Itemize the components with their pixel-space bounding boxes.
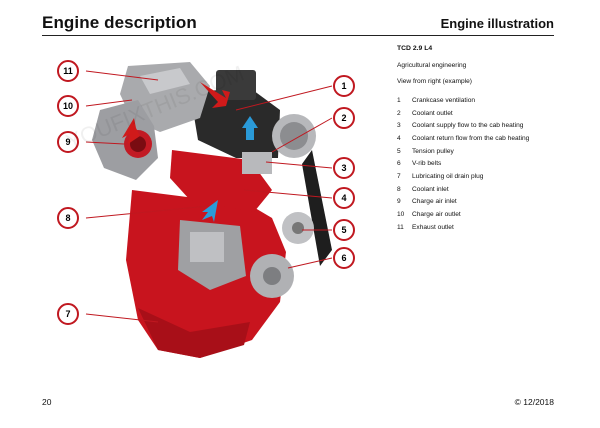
application-label: Agricultural engineering xyxy=(397,62,467,69)
svg-text:11: 11 xyxy=(63,66,73,76)
section-title: Engine illustration xyxy=(440,16,554,31)
callout-7: 7 xyxy=(57,303,79,325)
svg-text:5: 5 xyxy=(341,225,346,235)
oil-pan xyxy=(138,308,250,358)
svg-text:9: 9 xyxy=(65,137,70,147)
header-rule xyxy=(42,35,554,36)
thermostat-housing xyxy=(242,152,272,174)
callout-3: 3 xyxy=(333,157,355,179)
callouts: 11 10 9 8 7 1 2 3 4 5 6 xyxy=(57,60,355,325)
callout-9: 9 xyxy=(57,131,79,153)
engine-illustration: 11 10 9 8 7 1 2 3 4 5 6 YOUFIXTHIS.COM xyxy=(57,60,355,358)
callout-5: 5 xyxy=(333,219,355,241)
charge-air-arrow xyxy=(122,118,140,144)
page-number: 20 xyxy=(42,397,52,407)
callout-8: 8 xyxy=(57,207,79,229)
callout-2: 2 xyxy=(333,107,355,129)
svg-text:1: 1 xyxy=(341,81,346,91)
callout-6: 6 xyxy=(333,247,355,269)
exhaust-arrow xyxy=(200,82,230,108)
coolant-inlet-arrow xyxy=(202,200,218,222)
svg-text:4: 4 xyxy=(341,193,346,203)
svg-text:2: 2 xyxy=(341,113,346,123)
revision-date: © 12/2018 xyxy=(514,397,554,407)
coolant-outlet-arrow xyxy=(242,116,258,140)
view-label: View from right (example) xyxy=(397,78,472,85)
v-rib-belt xyxy=(302,150,332,266)
svg-text:7: 7 xyxy=(65,309,70,319)
callout-10: 10 xyxy=(57,95,79,117)
engine-model: TCD 2.9 L4 xyxy=(397,45,433,52)
callout-4: 4 xyxy=(333,187,355,209)
valve-cover xyxy=(190,88,280,158)
callout-1: 1 xyxy=(333,75,355,97)
svg-text:10: 10 xyxy=(63,101,73,111)
exhaust-pipe xyxy=(140,68,190,94)
svg-text:3: 3 xyxy=(341,163,346,173)
svg-text:6: 6 xyxy=(341,253,346,263)
engine-info: TCD 2.9 L4 Agricultural engineering View… xyxy=(397,44,567,234)
svg-text:8: 8 xyxy=(65,213,70,223)
page-title: Engine description xyxy=(42,13,197,32)
callout-11: 11 xyxy=(57,60,79,82)
